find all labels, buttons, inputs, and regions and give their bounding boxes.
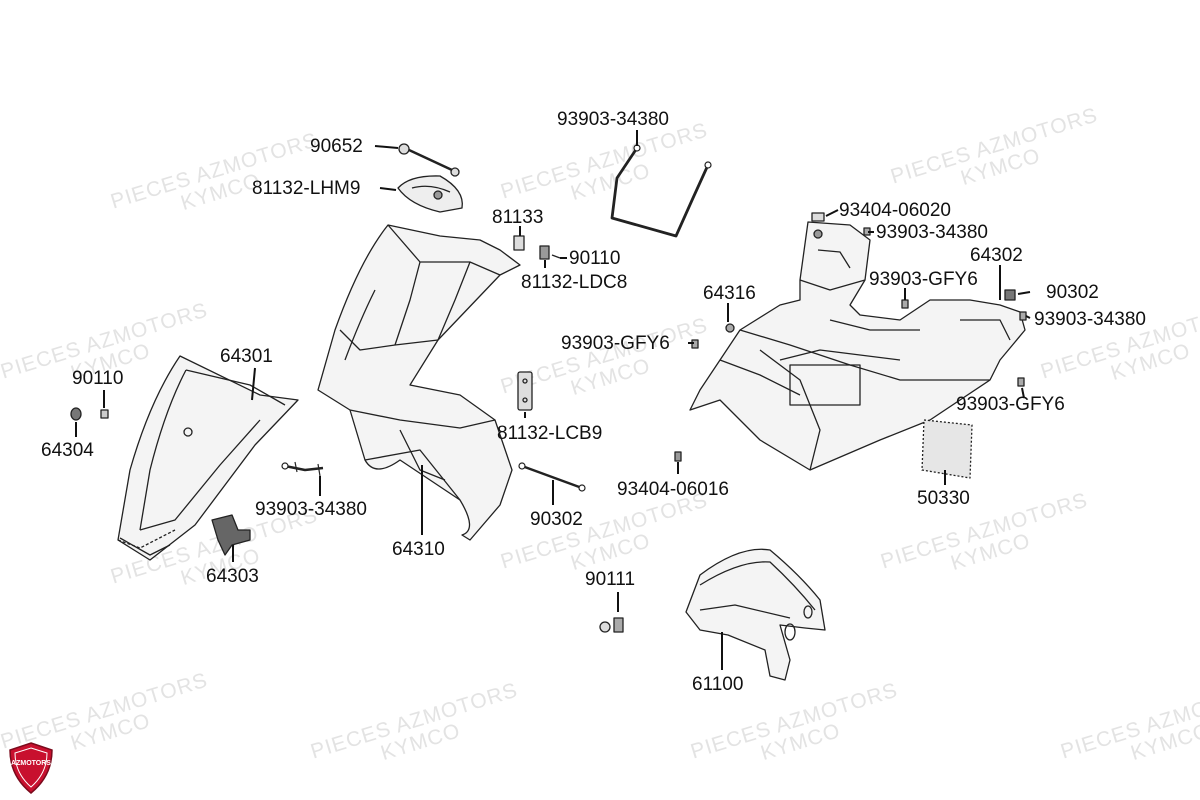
part-label-93404-06016: 93404-06016 xyxy=(617,479,729,500)
part-label-90110-left: 90110 xyxy=(72,368,124,389)
part-label-64303: 64303 xyxy=(206,566,259,587)
part-label-93903-34380-right2: 93903-34380 xyxy=(1034,309,1146,330)
screw-64316 xyxy=(725,323,735,333)
part-label-64310: 64310 xyxy=(392,539,445,560)
part-label-93903-34380-right1: 93903-34380 xyxy=(876,222,988,243)
screw-93903-gfy6-right xyxy=(901,299,909,309)
floor-panel-64316 xyxy=(689,221,1026,471)
screw-93903-34380-right2 xyxy=(1019,311,1027,321)
part-label-90652: 90652 xyxy=(310,136,363,157)
bracket-64303 xyxy=(211,514,251,556)
part-label-90302-right: 90302 xyxy=(1046,282,1099,303)
part-label-90302-mid: 90302 xyxy=(530,509,583,530)
part-label-93903-gfy6-mid: 93903-GFY6 xyxy=(561,333,670,354)
part-label-64301: 64301 xyxy=(220,346,273,367)
part-label-90110-mid: 90110 xyxy=(569,248,621,269)
wire-93903-34380-left xyxy=(281,461,324,477)
screw-90110-mid xyxy=(539,245,561,260)
wire-90302-mid xyxy=(518,462,586,492)
panel-64301 xyxy=(117,355,299,561)
clip-90302-right xyxy=(1004,289,1016,301)
nut-64304 xyxy=(70,407,82,421)
shield-icon xyxy=(9,742,53,794)
front-fender-61100 xyxy=(685,548,826,681)
front-shield-64310 xyxy=(317,224,521,541)
part-label-93903-34380-left: 93903-34380 xyxy=(255,499,367,520)
part-label-64316: 64316 xyxy=(703,283,756,304)
part-label-81132-lhm9: 81132-LHM9 xyxy=(252,178,361,199)
screw-90111 xyxy=(599,617,624,633)
screw-93404-06016 xyxy=(674,451,682,462)
logo-text: AZMOTORS xyxy=(11,760,51,767)
part-label-81132-lcb9: 81132-LCB9 xyxy=(497,423,603,444)
leader-lines xyxy=(75,130,1031,670)
wire-93903-34380-top xyxy=(610,144,712,238)
part-label-64302: 64302 xyxy=(970,245,1023,266)
part-label-61100: 61100 xyxy=(692,674,744,695)
part-label-81132-ldc8: 81132-LDC8 xyxy=(521,272,628,293)
part-label-50330: 50330 xyxy=(917,488,970,509)
screw-90652 xyxy=(398,143,460,177)
part-label-93903-gfy6-right: 93903-GFY6 xyxy=(869,269,978,290)
part-label-93903-34380-top: 93903-34380 xyxy=(557,109,669,130)
screw-90110-left xyxy=(100,409,109,419)
sticker-50330 xyxy=(921,419,973,479)
part-label-81133: 81133 xyxy=(492,207,544,228)
clip-81133 xyxy=(513,235,525,251)
part-label-90111: 90111 xyxy=(585,569,636,590)
screw-93903-gfy6-bottom xyxy=(1017,377,1025,387)
plate-81132-lcb9 xyxy=(517,371,533,411)
screw-93404-06020 xyxy=(811,212,825,239)
azmotors-logo: AZMOTORS xyxy=(8,742,54,794)
part-label-93903-gfy6-bottom: 93903-GFY6 xyxy=(956,394,1065,415)
part-label-64304: 64304 xyxy=(41,440,94,461)
cover-81132-lhm9 xyxy=(397,175,463,213)
part-label-93404-06020: 93404-06020 xyxy=(839,200,951,221)
